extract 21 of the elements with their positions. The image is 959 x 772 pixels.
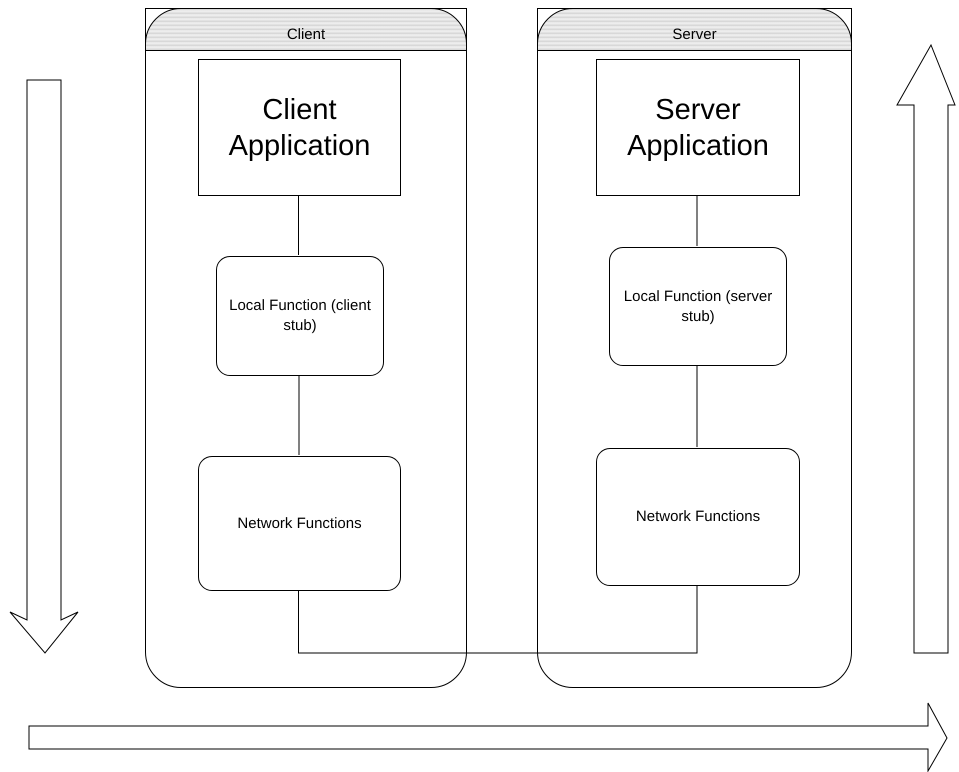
box-label: Server Application: [626, 92, 770, 164]
process-box: [596, 448, 800, 586]
box-label: Local Function (client stub): [229, 296, 371, 336]
connector-line: [696, 364, 698, 448]
box-label: Local Function (server stub): [622, 286, 774, 326]
process-box: [198, 456, 401, 591]
connector-line: [298, 374, 300, 456]
process-box: [216, 256, 384, 376]
connector-line: [696, 194, 698, 246]
process-box: [596, 59, 800, 196]
panel-title: Server: [672, 27, 717, 42]
connector-line: [298, 194, 299, 256]
host-panel: [537, 8, 852, 688]
panel-title: Client: [286, 27, 326, 42]
connector-line: [298, 584, 698, 654]
box-label: Network Functions: [237, 514, 362, 534]
box-label: Network Functions: [636, 507, 760, 527]
box-label: Client Application: [228, 92, 372, 164]
process-box: [198, 59, 401, 196]
process-box: [609, 247, 787, 366]
host-panel: [145, 8, 467, 688]
